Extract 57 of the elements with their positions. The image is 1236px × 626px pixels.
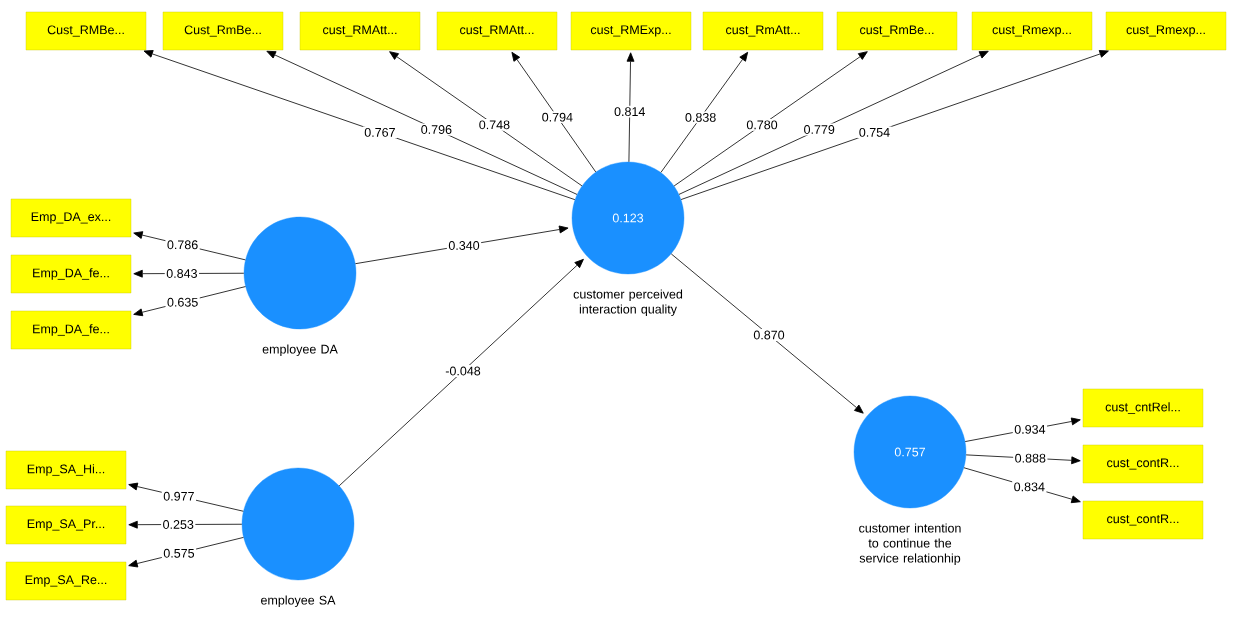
arrow [389,51,583,187]
construct-circle [241,467,355,581]
edge-label: 0.253 [161,518,196,531]
edge-label: 0.794 [540,111,575,124]
indicator-box: Emp_SA_Re... [5,561,127,601]
indicator-box: Emp_DA_fe... [10,254,132,294]
arrow [266,50,578,195]
edge-label: 0.786 [165,238,200,251]
indicator-box: cust_RMAtt... [299,11,421,51]
edge-label: 0.934 [1012,423,1048,436]
construct-label: employee DA [262,344,338,357]
indicator-box: Cust_RMBe... [25,11,147,51]
edge-label: 0.814 [612,105,647,118]
indicator-box: cust_RmAtt... [702,11,824,51]
edge-label: 0.888 [1013,452,1048,465]
construct-label: employee SA [261,595,336,608]
indicator-box: Emp_DA_fe... [10,310,132,350]
indicator-box: Emp_DA_ex... [10,198,132,238]
arrow [678,50,989,195]
edge-label: 0.977 [161,490,197,503]
indicator-box: cust_RMExp... [570,11,692,51]
indicator-box: Emp_SA_Pr... [5,505,127,545]
arrow [511,51,597,173]
edge-label: 0.575 [161,547,197,560]
indicator-box: cust_Rmexp... [971,11,1093,51]
edge-label: 0.796 [419,123,454,136]
arrow [670,253,864,414]
construct-circle [243,216,357,330]
indicator-box: cust_contR... [1082,444,1204,484]
edge-label: -0.048 [443,365,483,377]
edge-label: 0.838 [683,111,718,124]
arrow [338,258,584,487]
construct-label: customer perceived interaction quality [573,289,683,317]
edge-label: 0.870 [751,329,787,341]
edge-label: 0.754 [857,126,892,139]
indicator-box: cust_Rmexp... [1105,11,1227,51]
indicator-box: cust_RMAtt... [436,11,558,51]
indicator-box: cust_contR... [1082,500,1204,540]
edge-label: 0.635 [165,296,200,309]
indicator-box: cust_RmBe... [836,11,958,51]
arrow [355,225,569,265]
indicator-box: Cust_RmBe... [162,11,284,51]
edge-label: 0.748 [477,118,512,131]
edge-label: 0.780 [744,118,780,131]
edge-label: 0.767 [362,126,398,139]
edge-label: 0.834 [1012,480,1047,493]
arrow [143,50,576,201]
arrow [680,50,1109,200]
indicator-box: Emp_SA_Hi... [5,450,127,490]
arrow [660,51,749,173]
edge-label: 0.843 [164,267,199,280]
edge-label: 0.340 [446,239,482,252]
edge-label: 0.779 [802,123,837,136]
arrow [626,52,635,163]
indicator-box: cust_cntRel... [1082,388,1204,428]
arrow [673,51,868,187]
construct-label: customer intention to continue the service relationhip [859,523,961,566]
